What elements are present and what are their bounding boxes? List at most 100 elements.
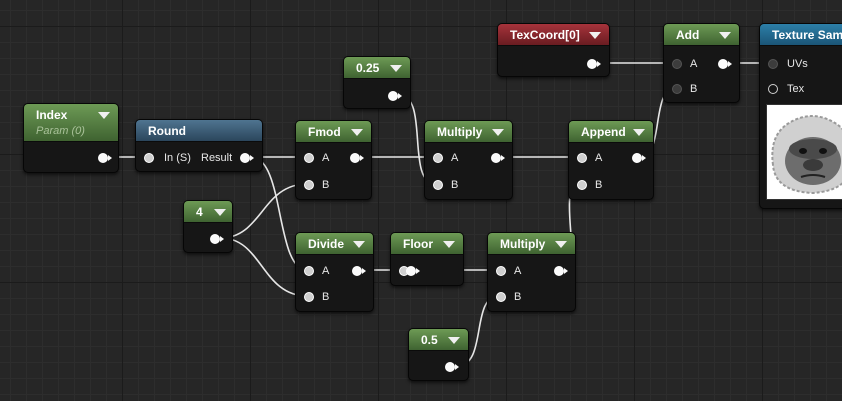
index-param-node[interactable]: Index Param (0)	[23, 103, 119, 173]
constant-4-node[interactable]: 4	[183, 200, 233, 253]
node-header[interactable]: Divide	[296, 233, 373, 255]
append-node[interactable]: Append A B	[568, 120, 654, 200]
input-pin-b[interactable]	[304, 292, 314, 302]
pin-label-in: In (S)	[164, 152, 191, 164]
round-node[interactable]: Round In (S) Result	[135, 119, 263, 172]
collapse-arrow-icon[interactable]	[633, 129, 645, 136]
add-node[interactable]: Add A B	[663, 23, 740, 103]
node-title: Fmod	[308, 125, 341, 139]
input-pin-b[interactable]	[672, 84, 682, 94]
constant-025-node[interactable]: 0.25	[343, 56, 411, 109]
node-title: Append	[581, 125, 626, 139]
pin-label-a: A	[322, 152, 330, 164]
constant-05-node[interactable]: 0.5	[408, 328, 469, 381]
node-title: Multiply	[437, 125, 483, 139]
pin-label-uvs: UVs	[787, 58, 808, 70]
output-pin[interactable]	[388, 91, 402, 101]
collapse-arrow-icon[interactable]	[492, 129, 504, 136]
node-title: 4	[196, 205, 203, 219]
output-pin[interactable]	[98, 153, 112, 163]
pin-label-a: A	[690, 58, 698, 70]
output-pin[interactable]	[406, 266, 420, 276]
node-title: Round	[148, 124, 186, 138]
input-pin-uvs[interactable]	[768, 59, 778, 69]
collapse-arrow-icon[interactable]	[589, 32, 601, 39]
output-pin[interactable]	[352, 266, 366, 276]
pin-label-b: B	[451, 179, 459, 191]
multiply-node-2[interactable]: Multiply A B	[487, 232, 576, 312]
pin-label-a: A	[451, 152, 459, 164]
output-pin[interactable]	[350, 153, 364, 163]
node-header[interactable]: Index Param (0)	[24, 104, 118, 142]
floor-node[interactable]: Floor	[390, 232, 464, 286]
node-header[interactable]: Multiply	[488, 233, 575, 255]
collapse-arrow-icon[interactable]	[390, 65, 402, 72]
pin-label-a: A	[595, 152, 603, 164]
input-pin-a[interactable]	[577, 153, 587, 163]
output-pin[interactable]	[491, 153, 505, 163]
input-pin-a[interactable]	[304, 266, 314, 276]
fmod-node[interactable]: Fmod A B	[295, 120, 372, 200]
input-pin-a[interactable]	[672, 59, 682, 69]
node-title: Texture Sam	[772, 28, 842, 42]
input-pin-a[interactable]	[304, 153, 314, 163]
pin-label-result: Result	[201, 152, 233, 164]
collapse-arrow-icon[interactable]	[98, 112, 110, 119]
output-pin-result[interactable]	[240, 153, 254, 163]
node-title: Floor	[403, 237, 433, 251]
node-header[interactable]: Texture Sam	[760, 24, 842, 46]
input-pin-b[interactable]	[577, 180, 587, 190]
pin-label-b: B	[690, 83, 698, 95]
multiply-node-1[interactable]: Multiply A B	[424, 120, 513, 200]
output-pin[interactable]	[632, 153, 646, 163]
pin-label-b: B	[595, 179, 603, 191]
input-pin-a[interactable]	[496, 266, 506, 276]
node-title: 0.5	[421, 333, 438, 347]
pin-label-a: A	[322, 265, 330, 277]
pin-label-a: A	[514, 265, 522, 277]
gorilla-face-icon	[767, 105, 842, 199]
collapse-arrow-icon[interactable]	[214, 209, 226, 216]
input-pin-b[interactable]	[496, 292, 506, 302]
collapse-arrow-icon[interactable]	[443, 241, 455, 248]
node-header[interactable]: Add	[664, 24, 739, 46]
texture-sample-node[interactable]: Texture Sam UVs Tex	[759, 23, 842, 209]
output-pin[interactable]	[445, 362, 459, 372]
node-header[interactable]: Floor	[391, 233, 463, 255]
node-header[interactable]: 0.5	[409, 329, 468, 351]
pin-label-tex: Tex	[787, 83, 805, 95]
node-title: Divide	[308, 237, 345, 251]
node-title: Multiply	[500, 237, 546, 251]
node-title: Index	[36, 108, 68, 122]
input-pin-a[interactable]	[433, 153, 443, 163]
collapse-arrow-icon[interactable]	[555, 241, 567, 248]
output-pin[interactable]	[554, 266, 568, 276]
input-pin-b[interactable]	[304, 180, 314, 190]
output-pin[interactable]	[718, 59, 732, 69]
texcoord-node[interactable]: TexCoord[0]	[497, 23, 610, 77]
collapse-arrow-icon[interactable]	[719, 32, 731, 39]
input-pin-tex[interactable]	[768, 84, 778, 94]
collapse-arrow-icon[interactable]	[448, 337, 460, 344]
divide-node[interactable]: Divide A B	[295, 232, 374, 312]
node-header[interactable]: 0.25	[344, 57, 410, 79]
collapse-arrow-icon[interactable]	[351, 129, 363, 136]
node-header[interactable]: TexCoord[0]	[498, 24, 609, 46]
node-header[interactable]: Fmod	[296, 121, 371, 143]
pin-label-b: B	[322, 291, 330, 303]
texture-preview-image	[766, 104, 842, 200]
node-header[interactable]: Round	[136, 120, 262, 142]
collapse-arrow-icon[interactable]	[353, 241, 365, 248]
node-subtitle: Param (0)	[36, 125, 85, 137]
node-header[interactable]: Append	[569, 121, 653, 143]
input-pin-in[interactable]	[144, 153, 154, 163]
node-title: TexCoord[0]	[510, 28, 580, 42]
pin-label-b: B	[322, 179, 330, 191]
output-pin[interactable]	[210, 234, 224, 244]
pin-label-b: B	[514, 291, 522, 303]
input-pin-b[interactable]	[433, 180, 443, 190]
node-header[interactable]: Multiply	[425, 121, 512, 143]
node-header[interactable]: 4	[184, 201, 232, 223]
node-title: 0.25	[356, 61, 380, 75]
output-pin[interactable]	[587, 59, 601, 69]
